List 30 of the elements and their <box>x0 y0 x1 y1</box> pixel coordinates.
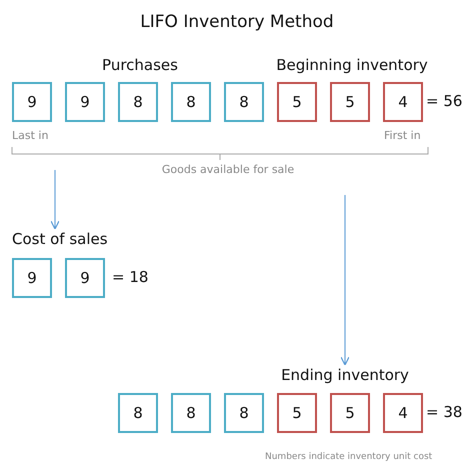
cost-box: 5 <box>330 393 370 433</box>
cost-box: 8 <box>224 82 264 122</box>
cost-box: 5 <box>330 82 370 122</box>
annotation: Last in <box>12 129 48 142</box>
total-value: = 38 <box>426 403 462 421</box>
total-value: = 18 <box>112 268 148 286</box>
cost-box: 9 <box>12 258 52 298</box>
footnote: Numbers indicate inventory unit cost <box>265 452 432 462</box>
cost-box: 8 <box>118 393 158 433</box>
cost-box: 9 <box>65 82 105 122</box>
bracket-label: Goods available for sale <box>162 163 294 176</box>
cost-box: 4 <box>383 82 423 122</box>
cost-box: 4 <box>383 393 423 433</box>
cost-box: 5 <box>277 82 317 122</box>
cost-box: 8 <box>224 393 264 433</box>
cost-box: 5 <box>277 393 317 433</box>
arrow <box>340 194 350 366</box>
cost-box: 9 <box>12 82 52 122</box>
cost-box: 8 <box>171 393 211 433</box>
cost-box: 8 <box>118 82 158 122</box>
section-heading: Cost of sales <box>12 230 108 248</box>
group-heading: Beginning inventory <box>276 56 428 74</box>
cost-box: 8 <box>171 82 211 122</box>
total-value: = 56 <box>426 92 462 110</box>
arrow <box>50 170 60 230</box>
cost-box: 9 <box>65 258 105 298</box>
group-heading: Purchases <box>102 56 178 74</box>
section-heading: Ending inventory <box>281 366 409 384</box>
diagram-title: LIFO Inventory Method <box>139 12 335 32</box>
annotation: First in <box>384 129 421 142</box>
